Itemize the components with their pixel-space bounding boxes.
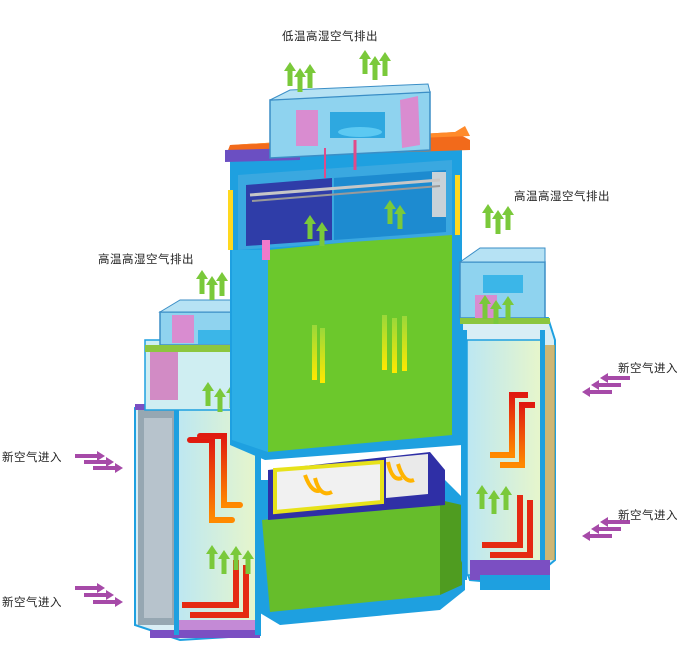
left-unit [134,299,266,642]
center-internal-upflow [304,200,407,383]
intake-arrows-left-upper [75,451,123,473]
left-intake-upper-label: 新空气进入 [2,450,62,464]
right-unit [458,247,556,590]
right-exhaust-label: 高温高湿空气排出 [514,189,610,203]
left-intake-lower-label: 新空气进入 [2,595,62,609]
right-exhaust-arrows [482,204,514,234]
center-tower [225,83,470,625]
top-exhaust-label: 低温高湿空气排出 [282,29,378,43]
left-exhaust-arrows [196,270,228,300]
top-exhaust-arrows [284,50,391,92]
bottom-swirl-arrows [303,461,415,496]
right-intake-lower-label: 新空气进入 [618,508,678,522]
left-exhaust-label: 高温高湿空气排出 [98,252,194,266]
right-intake-upper-label: 新空气进入 [618,361,678,375]
intake-arrows-left-lower [75,583,123,607]
intake-arrows-right-upper [582,373,630,397]
